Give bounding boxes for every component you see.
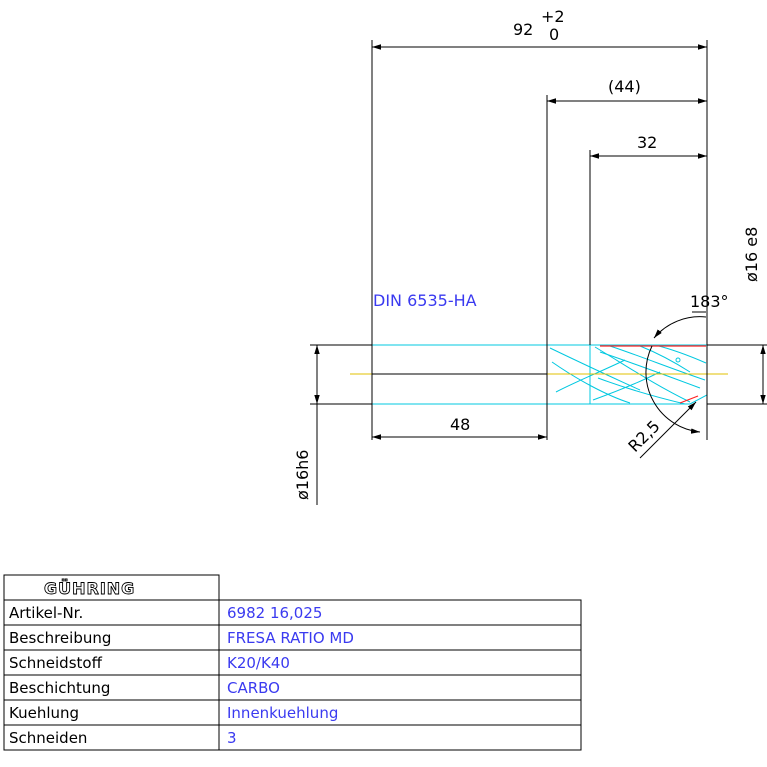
dim-92-tol-lower: 0: [549, 25, 559, 44]
dimension-lines: [310, 40, 767, 505]
row-label-kuehlung: Kuehlung: [9, 704, 79, 722]
dim-shank-diameter: ø16h6: [293, 450, 312, 500]
row-label-artikel: Artikel-Nr.: [9, 604, 83, 622]
dim-48: 48: [450, 415, 470, 434]
edge-highlight: [600, 345, 706, 404]
row-value-schneidstoff: K20/K40: [227, 654, 290, 672]
row-value-schneiden: 3: [227, 729, 237, 747]
row-value-artikel: 6982 16,025: [227, 604, 322, 622]
row-label-beschreibung: Beschreibung: [9, 629, 111, 647]
dim-92: 92: [513, 20, 533, 39]
dim-32: 32: [637, 133, 657, 152]
tool-body: [371, 344, 708, 405]
row-label-beschichtung: Beschichtung: [9, 679, 110, 697]
row-value-beschreibung: FRESA RATIO MD: [227, 629, 354, 647]
row-label-schneidstoff: Schneidstoff: [9, 654, 103, 672]
flute-outline: [589, 344, 708, 405]
row-value-beschichtung: CARBO: [227, 679, 280, 697]
row-label-schneiden: Schneiden: [9, 729, 87, 747]
dim-corner-radius: R2,5: [624, 417, 663, 456]
dim-44: (44): [608, 77, 641, 96]
row-value-kuehlung: Innenkuehlung: [227, 704, 338, 722]
dim-92-tol-upper: +2: [541, 7, 565, 26]
title-block: [3, 574, 582, 751]
dim-cut-diameter: ø16 e8: [742, 227, 761, 282]
standard-label: DIN 6535-HA: [373, 291, 477, 310]
brand-logo: GÜHRING: [44, 579, 135, 598]
dim-point-angle: 183°: [690, 292, 729, 311]
